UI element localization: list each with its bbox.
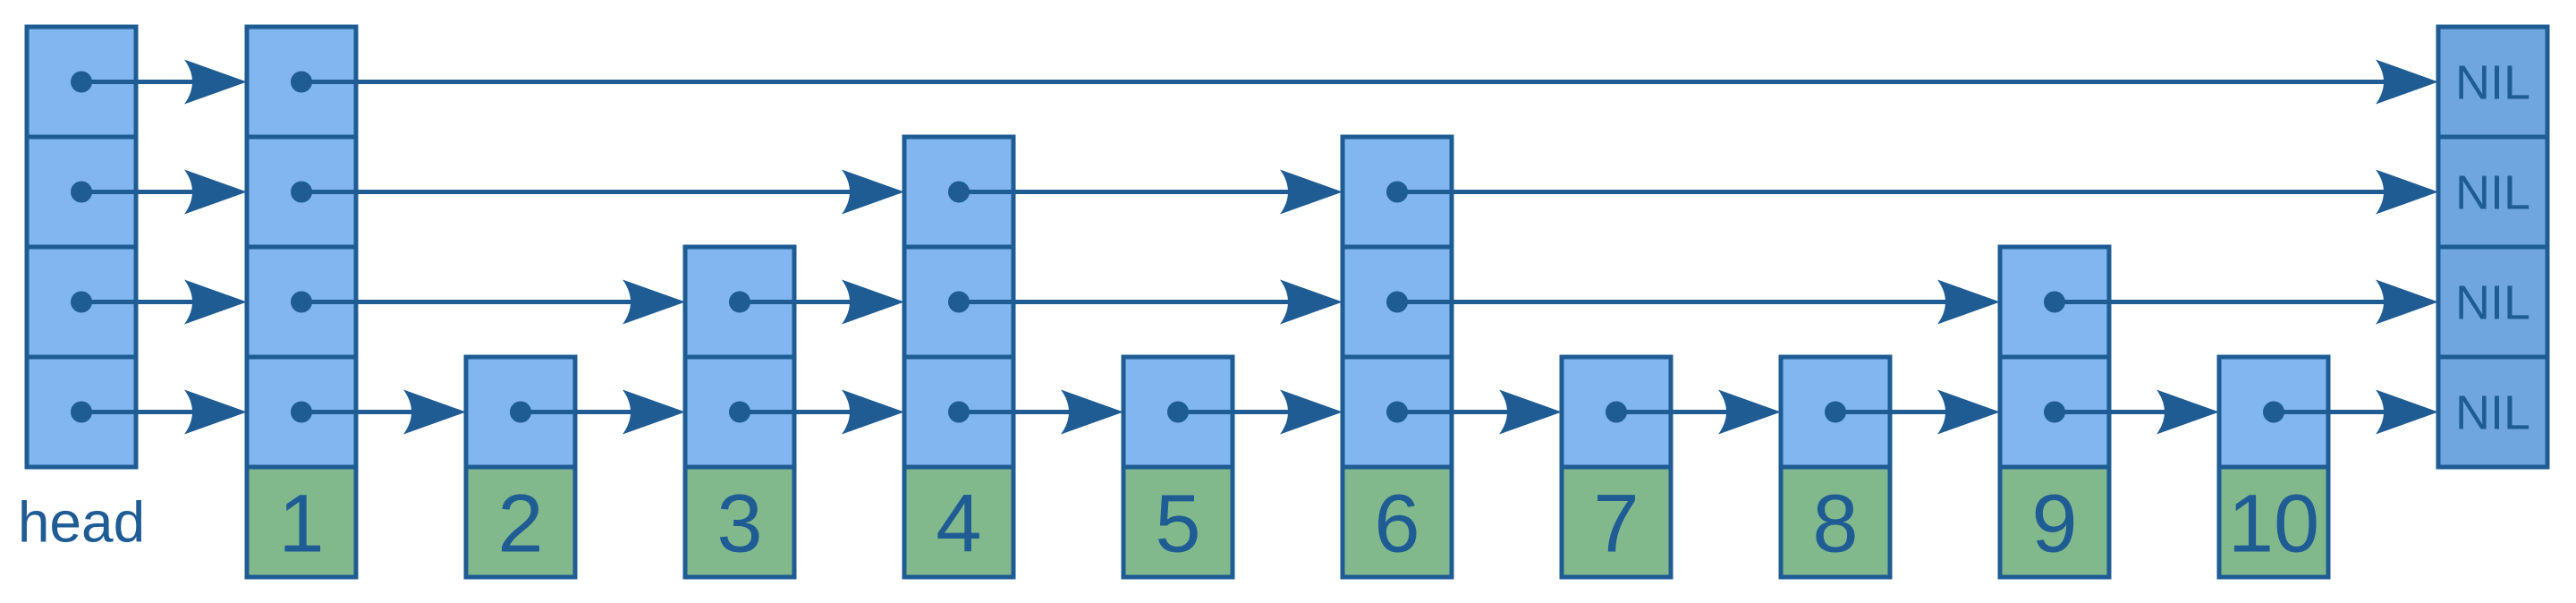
nil-label-level-3: NIL <box>2455 166 2530 220</box>
node-4-key-cell <box>902 464 1016 580</box>
node-7-key-cell <box>1559 464 1674 580</box>
arrowhead-node-2-to-node-3-level-1 <box>623 389 685 435</box>
arrowhead-node-6-to-node-7-level-1 <box>1499 389 1562 435</box>
arrowhead-node-9-to-nil-level-2 <box>2376 279 2438 325</box>
arrowhead-node-4-to-node-6-level-2 <box>1280 279 1343 325</box>
node-1-key-label: 1 <box>278 479 324 570</box>
head-label: head <box>18 490 145 555</box>
arrowhead-node-4-to-node-5-level-1 <box>1061 389 1123 435</box>
node-2-key-label: 2 <box>497 479 543 570</box>
node-5-key-cell <box>1121 464 1235 580</box>
arrowhead-head-to-node-1-level-3 <box>184 169 247 215</box>
arrowhead-head-to-node-1-level-2 <box>184 279 247 325</box>
nil-label-level-2: NIL <box>2455 276 2530 330</box>
node-3-key-label: 3 <box>716 479 762 570</box>
arrowhead-node-7-to-node-8-level-1 <box>1718 389 1781 435</box>
node-1-key-cell <box>244 464 359 580</box>
nil-cell-level-3 <box>2436 134 2550 250</box>
arrowhead-node-1-to-node-2-level-1 <box>403 389 466 435</box>
arrowhead-node-3-to-node-4-level-1 <box>842 389 904 435</box>
arrowhead-node-10-to-nil-level-1 <box>2376 389 2438 435</box>
arrowhead-node-1-to-node-3-level-2 <box>623 279 685 325</box>
node-9-key-cell <box>1997 464 2112 580</box>
arrowhead-node-8-to-node-9-level-1 <box>1937 389 2000 435</box>
node-2-key-cell <box>463 464 578 580</box>
node-3-key-cell <box>682 464 797 580</box>
nil-cell-level-2 <box>2436 244 2550 360</box>
arrowhead-node-9-to-node-10-level-1 <box>2157 389 2219 435</box>
arrowhead-node-6-to-node-9-level-2 <box>1937 279 2000 325</box>
node-8-key-cell <box>1778 464 1893 580</box>
node-7-key-label: 7 <box>1593 479 1639 570</box>
arrowhead-node-5-to-node-6-level-1 <box>1280 389 1343 435</box>
arrowhead-head-to-node-1-level-1 <box>184 389 247 435</box>
arrowhead-node-3-to-node-4-level-2 <box>842 279 904 325</box>
arrowhead-node-1-to-node-4-level-3 <box>842 169 904 215</box>
node-10-key-label: 10 <box>2228 479 2319 570</box>
node-5-key-label: 5 <box>1155 479 1200 570</box>
node-8-key-label: 8 <box>1812 479 1858 570</box>
node-6-key-label: 6 <box>1374 479 1419 570</box>
links-layer <box>71 59 2438 435</box>
nil-cell-level-4 <box>2436 24 2550 140</box>
node-6-key-cell <box>1340 464 1454 580</box>
node-4-key-label: 4 <box>936 479 981 570</box>
node-9-key-label: 9 <box>2031 479 2077 570</box>
arrowhead-node-4-to-node-6-level-3 <box>1280 169 1343 215</box>
arrowhead-node-6-to-nil-level-3 <box>2376 169 2438 215</box>
nil-label-level-1: NIL <box>2455 386 2530 440</box>
arrowhead-head-to-node-1-level-4 <box>184 59 247 105</box>
arrowhead-node-1-to-nil-level-4 <box>2376 59 2438 105</box>
nil-label-level-4: NIL <box>2455 56 2530 110</box>
text-layer: head 1 2 3 4 5 6 7 8 9 10 NIL NIL NIL NIL <box>18 56 2530 570</box>
node-10-key-cell <box>2216 464 2331 580</box>
